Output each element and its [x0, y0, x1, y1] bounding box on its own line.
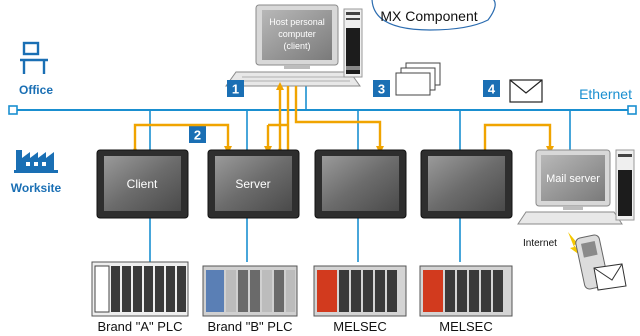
ethernet-label: Ethernet — [579, 86, 632, 102]
step-badge-2: 2 — [189, 126, 206, 143]
server-panel — [207, 149, 300, 219]
host-screen-line-1: Host personal — [269, 17, 325, 27]
plc-label-melsec-2: MELSEC — [439, 319, 492, 334]
ethernet-line — [8, 105, 637, 115]
mail-server-label: Mail server — [546, 173, 600, 185]
mail-server — [517, 149, 635, 225]
server-panel-label: Server — [235, 177, 270, 191]
office-label: Office — [19, 83, 53, 97]
data-flow-arrows — [131, 82, 554, 154]
client-panel-label: Client — [127, 177, 158, 191]
plc-rack-brand-b — [202, 265, 298, 317]
step-badge-1: 1 — [227, 80, 244, 97]
svg-text:1: 1 — [232, 82, 239, 97]
svg-text:4: 4 — [488, 82, 496, 97]
client-panel — [96, 149, 189, 219]
host-screen-line-3: (client) — [283, 41, 310, 51]
plc-label-brand-b: Brand "B" PLC — [207, 319, 292, 334]
desk-computer-icon — [20, 41, 48, 74]
plc-rack-melsec-2 — [419, 265, 513, 317]
touch-panel-3 — [314, 149, 407, 219]
internet-label: Internet — [523, 238, 557, 249]
plc-label-melsec-1: MELSEC — [333, 319, 386, 334]
envelope-icon — [509, 79, 543, 103]
mx-component-label: MX Component — [380, 8, 477, 24]
svg-text:2: 2 — [194, 128, 201, 143]
mobile-phone-icon — [575, 234, 627, 291]
svg-text:3: 3 — [378, 82, 385, 97]
plc-rack-melsec-1 — [313, 265, 407, 317]
factory-icon — [14, 150, 58, 173]
step-badge-4: 4 — [483, 80, 500, 97]
lightning-icon — [568, 232, 584, 258]
mx-component-callout — [371, 0, 496, 31]
plc-label-brand-a: Brand "A" PLC — [97, 319, 182, 334]
documents-icon — [395, 62, 441, 96]
worksite-label: Worksite — [11, 181, 62, 195]
step-badge-3: 3 — [373, 80, 390, 97]
host-screen-line-2: computer — [278, 29, 316, 39]
touch-panel-4 — [420, 149, 513, 219]
plc-rack-brand-a — [91, 261, 189, 317]
